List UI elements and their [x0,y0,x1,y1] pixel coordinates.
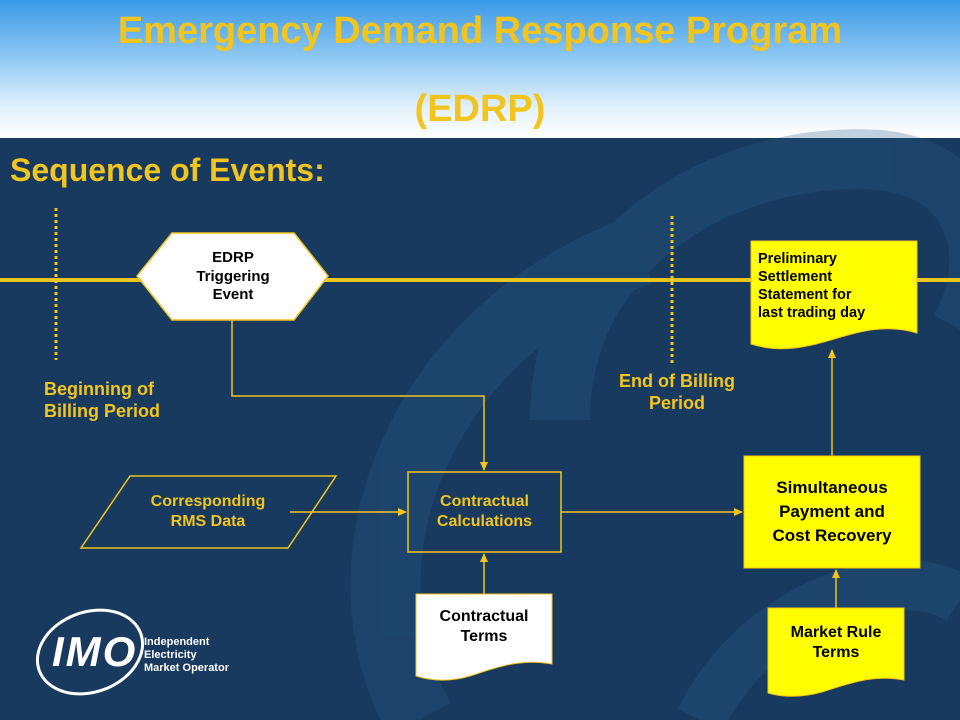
calculations-label: Contractual Calculations [436,493,533,530]
recovery-label: Simultaneous Payment and Cost Recovery [772,478,892,545]
end-billing-period-label: End of Billing Period [619,370,735,414]
beginning-billing-period-label: Beginning of Billing Period [44,378,161,422]
market-rule-document-shape [767,607,905,697]
logo-ring [35,608,145,696]
imo-logo-mark: IMO [52,628,138,675]
trigger-to-calculations-connector [231,320,488,471]
recovery-box [743,455,921,569]
triggering-event-hexagon [136,232,329,321]
preliminary-document-shape [750,240,918,350]
header-banner: Emergency Demand Response Program (EDRP) [0,0,960,138]
calculations-box [407,471,562,553]
title-line-1: Emergency Demand Response Program [117,10,843,52]
triggering-event-label: EDRP Triggering Event [196,248,270,304]
sequence-heading: Sequence of Events: [10,152,325,188]
preliminary-settlement-label: Preliminary Settlement Statement for las… [758,250,866,322]
imo-logo-text: Independent Electricity Market Operator [144,636,229,674]
title-line-2: (EDRP) [414,88,546,130]
background-watermark [350,129,960,720]
market-rule-label: Market Rule Terms [790,624,882,661]
rms-data-parallelogram [79,475,338,549]
contractual-terms-label: Contractual Terms [439,608,529,645]
contractual-terms-document-shape [415,593,553,681]
rms-data-label: Corresponding RMS Data [150,493,266,530]
